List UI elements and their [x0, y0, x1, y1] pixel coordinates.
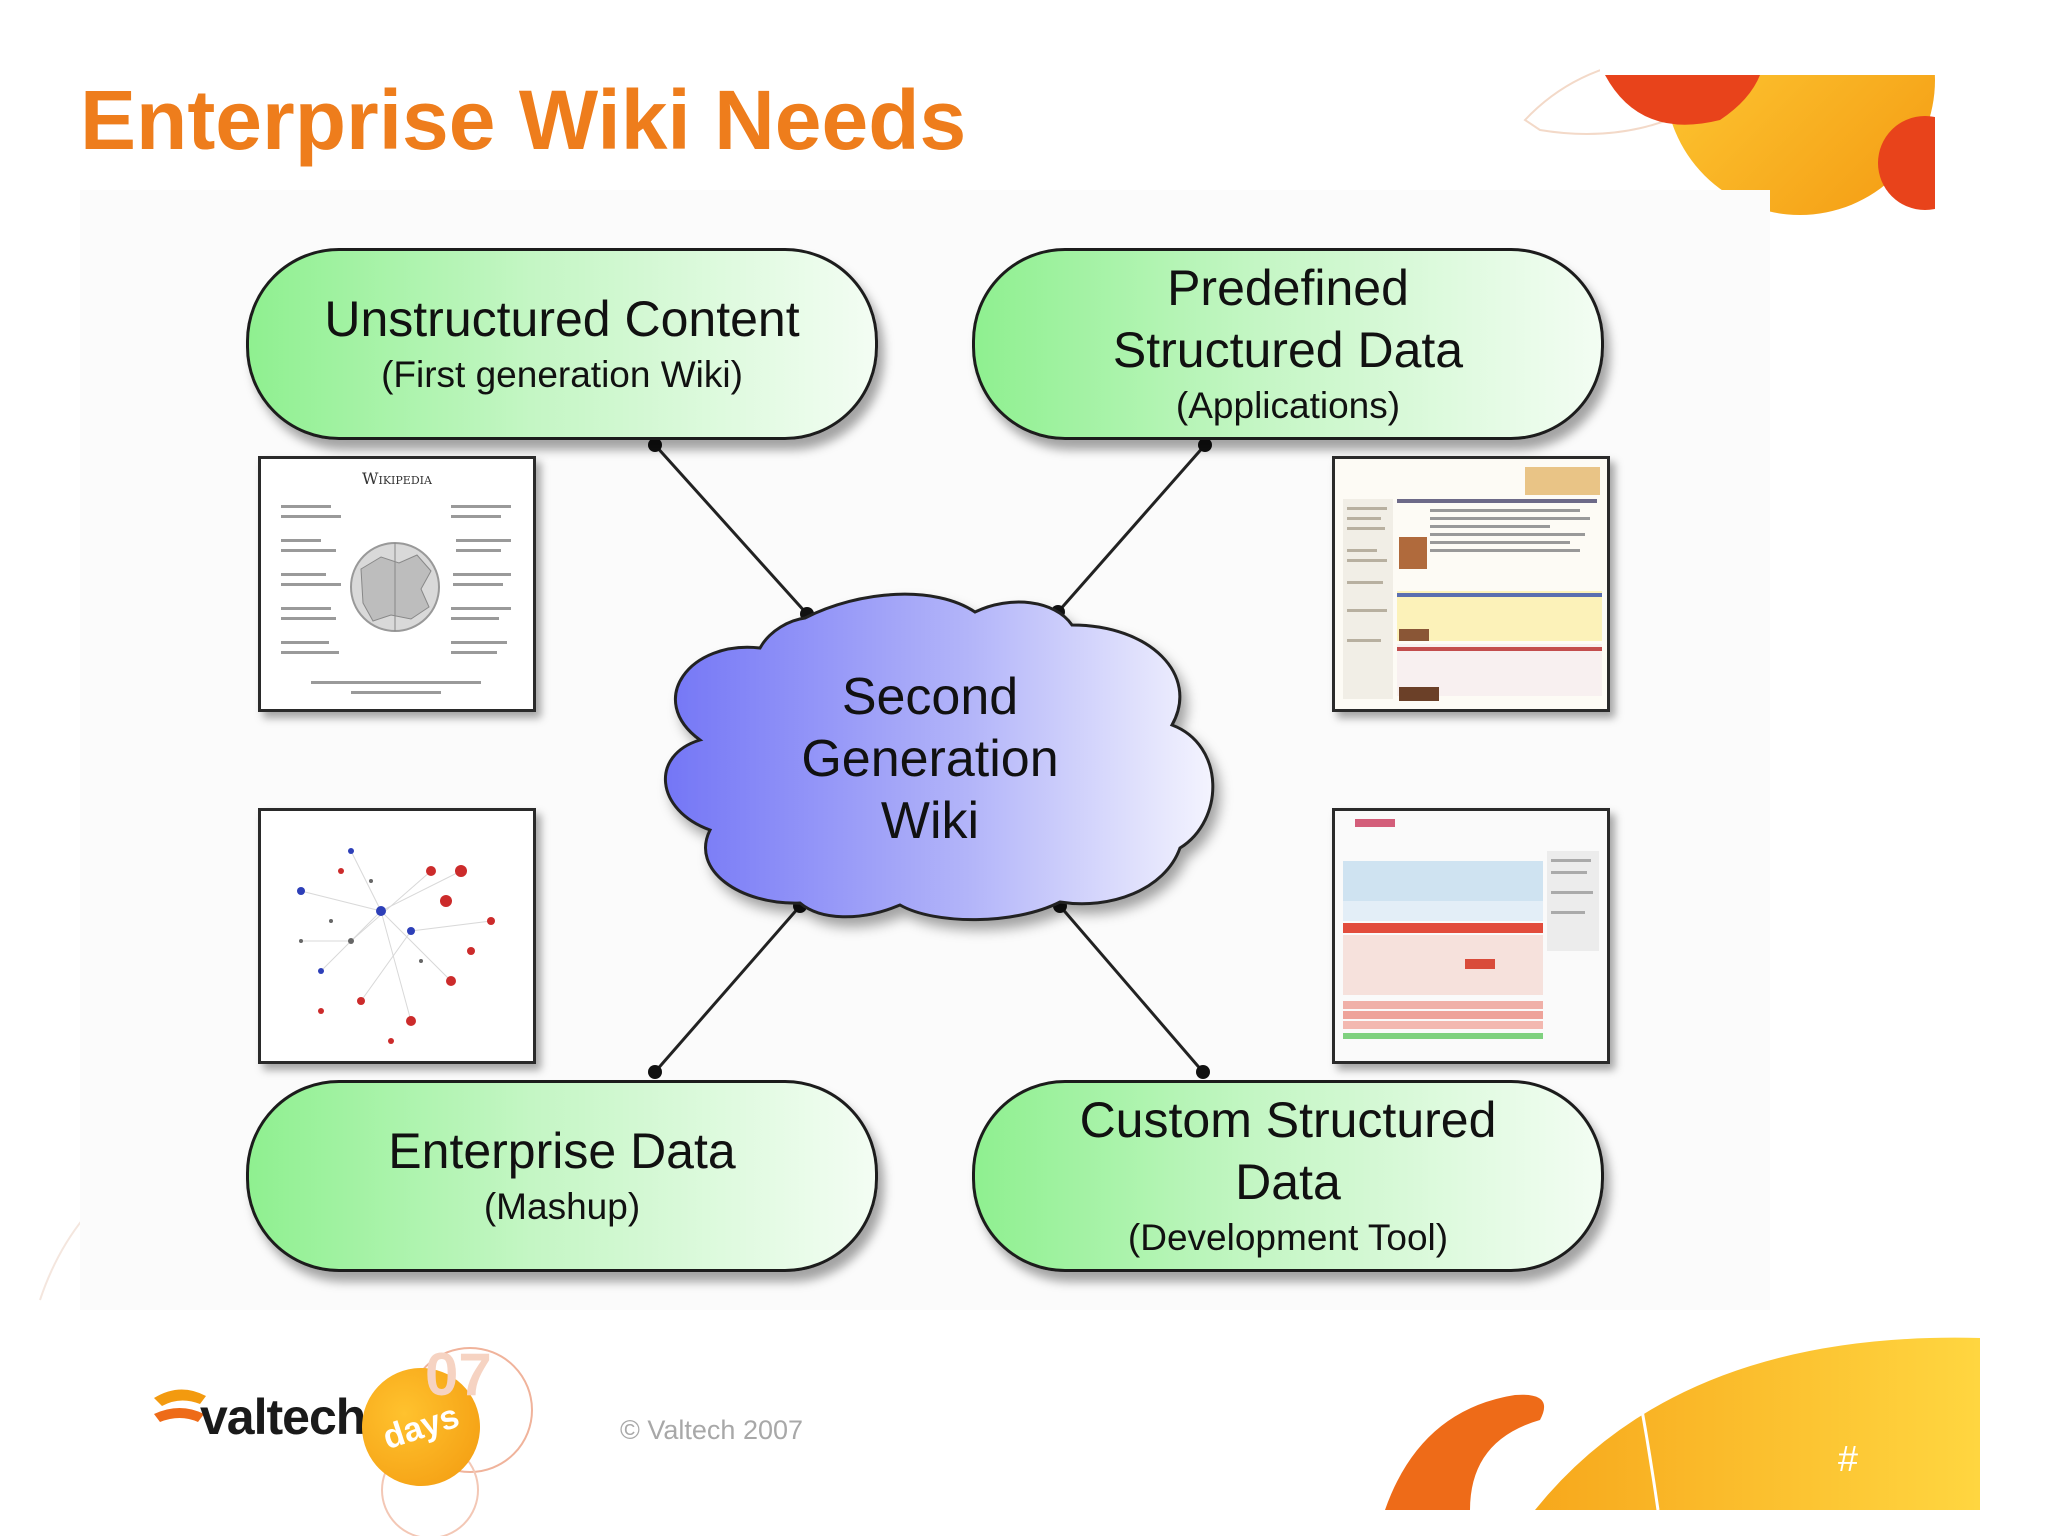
- node-unstructured-content: Unstructured Content (First generation W…: [246, 248, 878, 440]
- form-tool-screenshot-graphic: [1335, 811, 1607, 1061]
- thumbnail-application-page: [1332, 456, 1610, 712]
- thumbnail-form-tool: [1332, 808, 1610, 1064]
- valtech-logo-text: valtech: [200, 1389, 366, 1445]
- node-predefined-structured-data: Predefined Structured Data (Applications…: [972, 248, 1604, 440]
- node-title: Custom Structured Data: [1079, 1092, 1497, 1210]
- node-title: Unstructured Content: [324, 291, 800, 347]
- node-enterprise-data: Enterprise Data (Mashup): [246, 1080, 878, 1272]
- connector-top-left: [653, 443, 809, 616]
- node-subtitle: (Development Tool): [1127, 1217, 1449, 1258]
- node-title: Enterprise Data: [388, 1123, 736, 1179]
- page-number: #: [1838, 1438, 1859, 1479]
- center-node-label: Second Generation Wiki: [801, 668, 1059, 850]
- network-graph-graphic: [297, 848, 495, 1044]
- connector-top-right: [1056, 444, 1207, 613]
- node-custom-structured-data: Custom Structured Data (Development Tool…: [972, 1080, 1604, 1272]
- node-subtitle: (Mashup): [483, 1186, 641, 1227]
- thumbnail-wikipedia: Wikipedia: [258, 456, 536, 712]
- cloud-shape: [663, 592, 1215, 922]
- wikipedia-globe-icon: [281, 505, 511, 694]
- node-title: Predefined Structured Data: [1112, 260, 1464, 378]
- node-subtitle: (Applications): [1175, 385, 1401, 426]
- connector-bottom-left: [653, 905, 802, 1073]
- application-screenshot-graphic: [1335, 459, 1607, 709]
- connector-bottom-right: [1058, 905, 1205, 1073]
- days-year: 07: [425, 1341, 492, 1408]
- copyright-text: © Valtech 2007: [620, 1415, 804, 1445]
- wikipedia-wordmark: Wikipedia: [362, 469, 432, 488]
- slide-title: Enterprise Wiki Needs: [80, 73, 967, 167]
- node-subtitle: (First generation Wiki): [381, 354, 743, 395]
- thumbnail-network-graph: [258, 808, 536, 1064]
- valtech-logo-mark: [154, 1389, 206, 1422]
